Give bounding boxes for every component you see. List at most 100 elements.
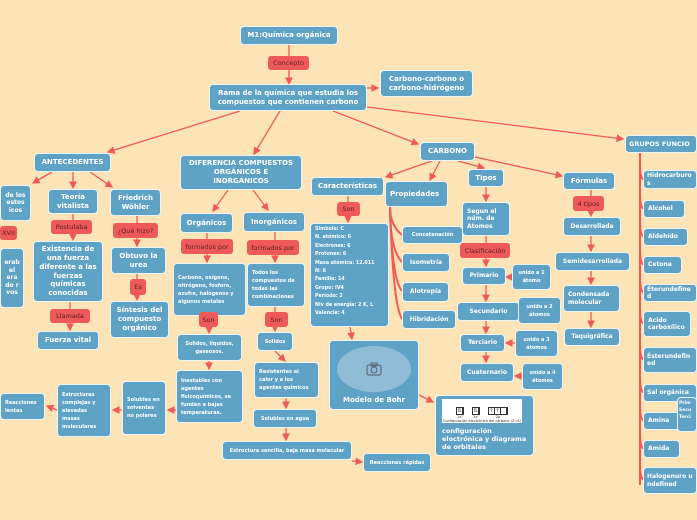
org-son-label: Son xyxy=(199,312,218,327)
vitalista-node[interactable]: Teoría vitalista xyxy=(48,189,98,214)
formulas-node[interactable]: Fórmulas xyxy=(563,172,615,190)
urea-node[interactable]: Obtuvo la urea xyxy=(111,247,166,274)
sintesis-node[interactable]: Síntesis del compuesto orgánico xyxy=(110,301,169,338)
diferencia-node[interactable]: DIFERENCIA COMPUESTOS ORGÁNICOS E INORGÁ… xyxy=(180,155,302,190)
popup-item: Terci xyxy=(679,415,691,421)
grupo-item[interactable]: Acido carboxílico xyxy=(643,311,691,337)
grupos-node[interactable]: GRUPOS FUNCIO xyxy=(625,135,697,153)
inorg-resistant[interactable]: Resistentes al calor y a los agentes quí… xyxy=(254,362,319,398)
inorg-soluble[interactable]: Solubles en agua xyxy=(253,409,317,428)
que-hizo-label: ¿Qué hizo? xyxy=(113,223,158,238)
propiedad-item[interactable]: Hibridación xyxy=(402,310,456,329)
cut-label: XVII xyxy=(0,226,17,240)
camera-icon xyxy=(366,362,382,376)
orbital-box: ↑↑ xyxy=(488,406,508,415)
orbital-label: 2p xyxy=(495,414,501,419)
orbital-caption: Configuración electrónica del carbono (Z… xyxy=(443,418,521,423)
tipo-secundario[interactable]: Secundario xyxy=(457,302,520,321)
grupo-item[interactable]: Ésterundefined xyxy=(643,347,697,373)
bonds-node[interactable]: Carbono-carbono o carbono-hidrógeno xyxy=(380,70,473,97)
inorg-son-label: Son xyxy=(265,312,288,327)
criterion-node[interactable]: Segun el núm. de Atomos xyxy=(462,202,510,236)
propiedad-item[interactable]: Concatenación xyxy=(402,226,463,244)
grupo-item[interactable]: Cetona xyxy=(643,256,682,274)
tipo-secundario-desc[interactable]: unido a 2 átomos xyxy=(518,297,561,324)
inorg-states[interactable]: Solidos xyxy=(257,332,293,351)
carbon-property: Niv de energía: 2 K, L xyxy=(315,302,374,308)
formula-item[interactable]: Taquigráfica xyxy=(564,328,620,346)
image-placeholder xyxy=(337,345,411,392)
tipos-node[interactable]: Tipos xyxy=(468,169,504,187)
carbon-property: N. atómico: 6 xyxy=(315,235,352,241)
popup-item: Prim xyxy=(679,401,691,406)
carbon-properties-list[interactable]: Simbolo: C N. atómico: 6 Electrones: 6 P… xyxy=(310,223,389,327)
grupo-item[interactable]: Hidrocarburos xyxy=(643,170,697,189)
tipo-terciario-desc[interactable]: unido a 3 átomos xyxy=(515,330,558,357)
caract-son-label: Son xyxy=(337,202,360,216)
formula-item[interactable]: Desarrollada xyxy=(563,217,621,236)
org-structure[interactable]: Estructuras complejas y elevadas masas m… xyxy=(57,384,111,437)
grupo-item[interactable]: Alcohol xyxy=(643,200,685,218)
inorg-formados-label: formados por xyxy=(247,240,299,255)
wohler-node[interactable]: Friedrich Wöhler xyxy=(110,189,161,216)
inorganicos-node[interactable]: Inorgánicos xyxy=(243,212,305,232)
root-title[interactable]: M1:Química orgánica xyxy=(240,26,338,45)
org-unstable[interactable]: Inestables con agentes fisicoquímicos, s… xyxy=(176,370,243,423)
formula-item[interactable]: Semidesarrollada xyxy=(555,252,630,271)
fuerza-vital-node[interactable]: Fuerza vital xyxy=(37,331,99,350)
clasificacion-label: Clasificación xyxy=(460,243,510,258)
cuatro-tipos-label: 4 tipos xyxy=(573,196,604,211)
org-reactions[interactable]: Reacciones lentas xyxy=(0,393,45,420)
propiedad-item[interactable]: Isometría xyxy=(402,253,450,272)
definition-node[interactable]: Rama de la química que estudia los compu… xyxy=(209,84,367,111)
carbono-node[interactable]: CARBONO xyxy=(420,142,475,161)
carbon-property: Electrones: 6 xyxy=(315,243,351,249)
propiedades-node[interactable]: Propiedades xyxy=(385,181,448,207)
carbon-property: Familia: 14 xyxy=(315,277,345,283)
grupo-item[interactable]: Aldehído xyxy=(643,228,688,246)
antecedentes-node[interactable]: ANTECEDENTES xyxy=(34,153,111,172)
caracteristicas-node[interactable]: Características xyxy=(311,177,384,196)
grupo-item[interactable]: Halogenuro undefined xyxy=(643,467,697,494)
org-states[interactable]: Solidos, líquidos, gaseosos. xyxy=(177,334,242,361)
inorg-structure[interactable]: Estructura sencilla, baja masa molecular xyxy=(222,441,352,460)
bohr-label: Modelo de Bohr xyxy=(343,395,405,404)
carbon-property: Valencia: 4 xyxy=(315,310,345,316)
tipo-cuaternario[interactable]: Cuaternario xyxy=(460,363,514,382)
org-elements[interactable]: Carbono, oxígeno, nitrógeno, fosforo, az… xyxy=(173,263,246,316)
config-node[interactable]: ⇅1s² ⇅2s² ↑↑2p Configuración electrónica… xyxy=(435,395,534,456)
tipo-cuaternario-desc[interactable]: unido a 4 átomos xyxy=(522,363,563,390)
org-soluble[interactable]: Solubles en solventes no polares xyxy=(122,381,166,435)
es-label: Es xyxy=(130,279,146,295)
popup-item: Secu xyxy=(679,408,692,414)
vitalista-body[interactable]: Existencia de una fuerza diferente a las… xyxy=(33,241,103,302)
llamada-label: Llamada xyxy=(50,309,90,323)
carbon-property: Simbolo: C xyxy=(315,227,344,232)
grupo-item[interactable]: Amina xyxy=(643,412,680,430)
tipo-primario[interactable]: Primario xyxy=(462,267,506,285)
concept-label: Concepto xyxy=(268,56,309,70)
carbon-property: Periodo: 2 xyxy=(315,294,343,300)
bohr-node[interactable]: Modelo de Bohr xyxy=(329,340,419,410)
propiedad-item[interactable]: Alotropía xyxy=(402,282,449,302)
cut-body-node[interactable]: erab el era do r vos xyxy=(0,248,24,308)
org-formados-label: formados por xyxy=(181,239,233,254)
carbon-property: Protones: 6 xyxy=(315,252,347,258)
config-label: configuración electrónica y diagrama de … xyxy=(442,427,527,452)
orbital-box: ⇅ xyxy=(472,406,480,415)
carbon-property: Masa atómica: 12.011 xyxy=(315,260,375,266)
grupo-item[interactable]: Amida xyxy=(643,440,680,458)
orbital-label: 2s² xyxy=(473,414,479,419)
cut-node[interactable]: de los estos icos xyxy=(0,185,31,221)
formula-item[interactable]: Condensada molecular xyxy=(563,285,620,312)
carbon-property: N: 6 xyxy=(315,268,326,274)
tipo-primario-desc[interactable]: unido a 1 átomo xyxy=(512,264,551,290)
inorg-body[interactable]: Todos los compuestos de todas las combin… xyxy=(247,263,305,307)
amina-popup[interactable]: Prim Secu Terci xyxy=(677,397,697,432)
organicos-node[interactable]: Orgánicos xyxy=(180,213,233,233)
inorg-reactions[interactable]: Reacciones rápidas xyxy=(363,453,431,472)
tipo-terciario[interactable]: Terciario xyxy=(460,334,505,352)
grupo-item[interactable]: Éterundefined xyxy=(643,284,697,302)
orbital-label: 1s² xyxy=(457,414,463,419)
orbital-diagram: ⇅1s² ⇅2s² ↑↑2p Configuración electrónica… xyxy=(442,399,522,423)
